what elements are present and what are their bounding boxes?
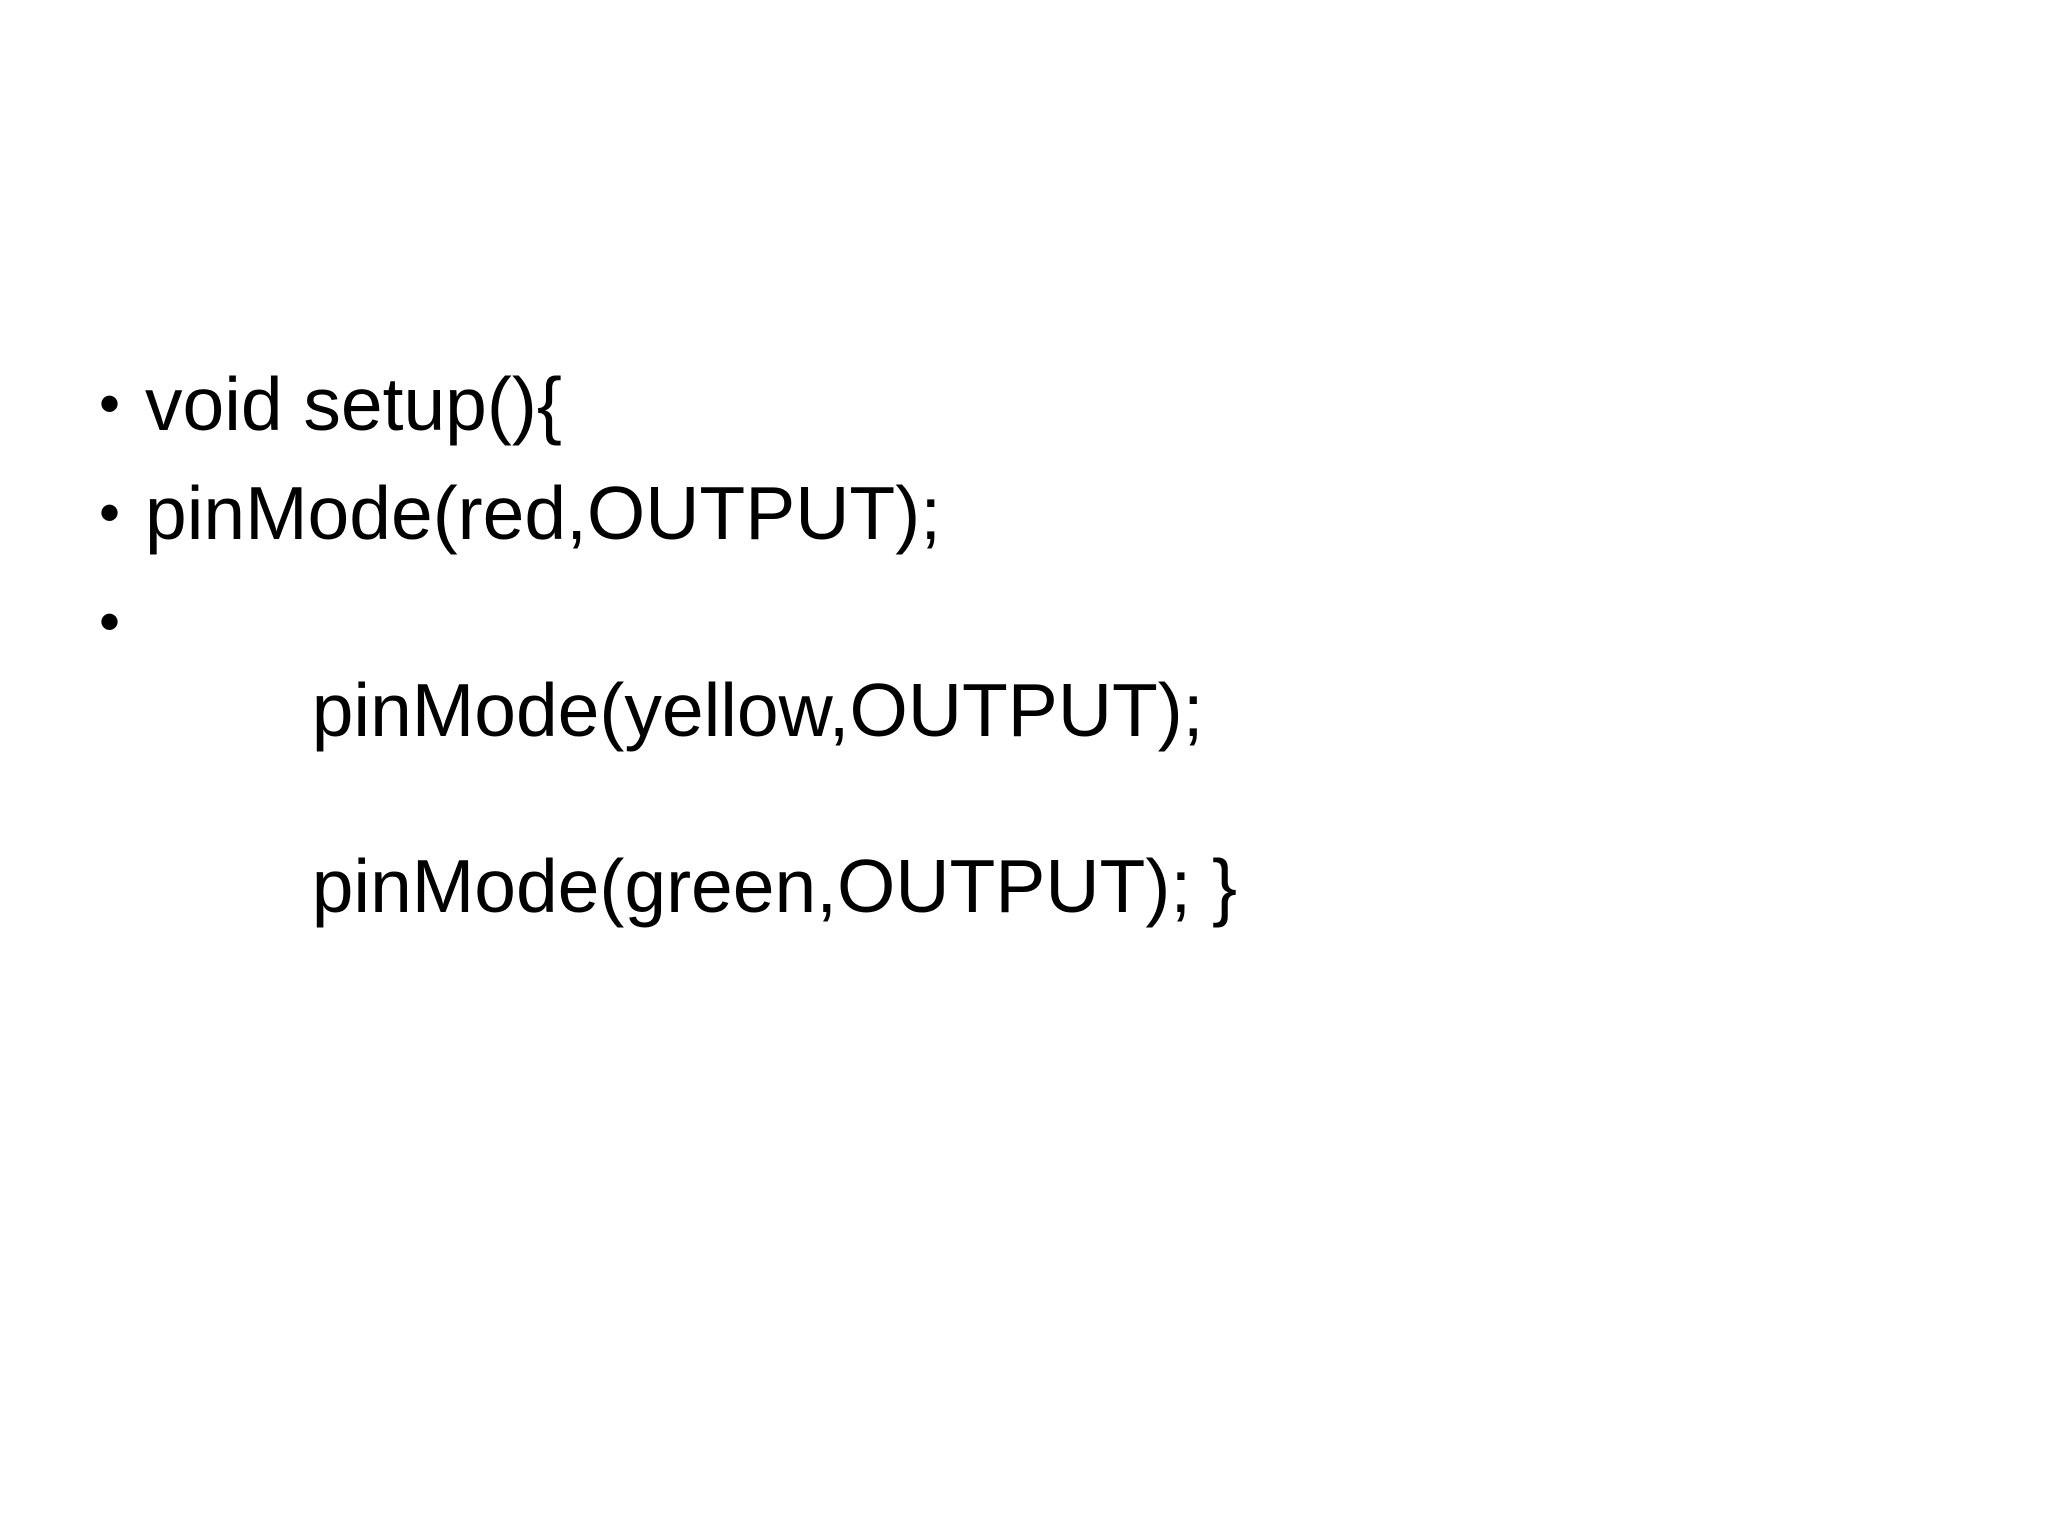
list-item: • pinMode(red,OUTPUT); <box>95 469 1495 557</box>
code-line-pinmode-green: pinMode(green,OUTPUT); } <box>311 844 1238 928</box>
bullet-icon: • <box>99 479 121 546</box>
bullet-icon: • <box>99 588 121 655</box>
bullet-icon: • <box>99 370 121 437</box>
code-line-pinmode-red: pinMode(red,OUTPUT); <box>145 471 942 555</box>
code-line-void-setup: void setup(){ <box>145 362 562 446</box>
code-line-pinmode-yellow: pinMode(yellow,OUTPUT); <box>311 668 1204 752</box>
list-item: • void setup(){ <box>95 360 1495 448</box>
code-line-group: pinMode(yellow,OUTPUT); pinMode(green,OU… <box>145 578 1495 1018</box>
code-bullet-list: • void setup(){ • pinMode(red,OUTPUT); •… <box>95 360 1495 1039</box>
list-item: • pinMode(yellow,OUTPUT); pinMode(green,… <box>95 578 1495 1018</box>
